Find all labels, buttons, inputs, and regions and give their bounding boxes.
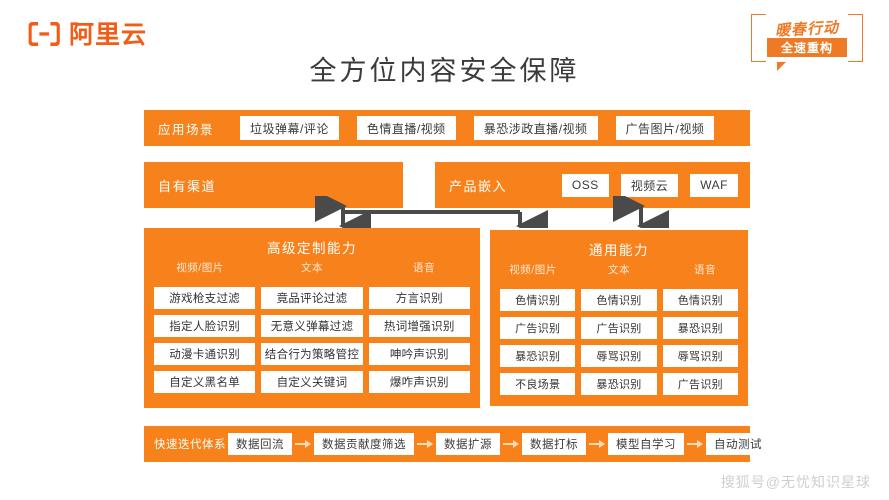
- capability-cell[interactable]: 暴恐识别: [500, 345, 576, 367]
- capability-cell[interactable]: 色情识别: [500, 289, 576, 311]
- connector-arrows: [315, 196, 669, 240]
- capability-cell[interactable]: 无意义弹幕过滤: [261, 315, 363, 337]
- own-channel-label: 自有渠道: [158, 178, 217, 194]
- watermark: 搜狐号@无忧知识星球: [720, 474, 871, 490]
- column-header: 视频/图片: [509, 264, 557, 276]
- capability-panel-advanced: 高级定制能力 视频/图片 文本 语音 游戏枪支过滤 指定人脸识别 动漫卡通识别 …: [144, 228, 480, 408]
- capability-cell[interactable]: 广告识别: [581, 317, 657, 339]
- capability-cell[interactable]: 游戏枪支过滤: [154, 287, 256, 309]
- capability-cell[interactable]: 辱骂识别: [662, 345, 738, 367]
- campaign-badge-tail-icon: [777, 62, 786, 71]
- capability-cell[interactable]: 自定义关键词: [261, 371, 363, 393]
- pipeline-step[interactable]: 数据扩源: [436, 433, 500, 455]
- capability-title: 高级定制能力: [267, 241, 357, 256]
- product-chip-list: OSS 视频云 WAF: [561, 173, 738, 197]
- capability-cell[interactable]: 广告识别: [500, 317, 576, 339]
- campaign-badge: 暖春行动 全速重构: [751, 12, 863, 71]
- pipeline-step[interactable]: 数据贡献度筛选: [314, 433, 414, 455]
- capability-column: 色情识别 暴恐识别 辱骂识别 广告识别: [662, 289, 738, 395]
- scenarios-row: 应用场景 垃圾弹幕/评论 色情直播/视频 暴恐涉政直播/视频 广告图片/视频: [144, 110, 750, 146]
- scenario-chip[interactable]: 暴恐涉政直播/视频: [473, 116, 598, 140]
- capability-column: 色情识别 广告识别 暴恐识别 不良场景: [500, 289, 576, 395]
- capability-cell[interactable]: 自定义黑名单: [154, 371, 256, 393]
- column-header: 文本: [608, 264, 630, 276]
- product-chip-waf[interactable]: WAF: [690, 173, 738, 197]
- capability-cell[interactable]: 呻吟声识别: [368, 343, 470, 365]
- capability-grid: 色情识别 广告识别 暴恐识别 不良场景 色情识别 广告识别 辱骂识别 暴恐识别 …: [490, 289, 748, 395]
- capability-title: 通用能力: [589, 243, 649, 258]
- pipeline-row: 快速迭代体系 数据回流 数据贡献度筛选 数据扩源 数据打标 模型自学习 自动测试: [144, 426, 770, 462]
- page-title: 全方位内容安全保障: [309, 56, 580, 87]
- brand-logo: 阿里云: [28, 20, 147, 48]
- scenario-chip[interactable]: 垃圾弹幕/评论: [240, 116, 339, 140]
- pipeline-step[interactable]: 模型自学习: [608, 433, 684, 455]
- capability-column: 方言识别 热词增强识别 呻吟声识别 爆咋声识别: [368, 287, 470, 393]
- capability-cell[interactable]: 热词增强识别: [368, 315, 470, 337]
- arrow-right-icon: [687, 439, 703, 449]
- scenarios-chip-list: 垃圾弹幕/评论 色情直播/视频 暴恐涉政直播/视频 广告图片/视频: [240, 116, 715, 140]
- capability-column-headers: 视频/图片 文本 语音: [144, 263, 480, 285]
- pipeline-step[interactable]: 数据回流: [228, 433, 292, 455]
- capability-column: 竟品评论过滤 无意义弹幕过滤 结合行为策略管控 自定义关键词: [261, 287, 363, 393]
- arrow-right-icon: [589, 439, 605, 449]
- capability-cell[interactable]: 竟品评论过滤: [261, 287, 363, 309]
- pipeline-step[interactable]: 自动测试: [706, 433, 770, 455]
- capability-cell[interactable]: 动漫卡通识别: [154, 343, 256, 365]
- column-header: 语音: [694, 264, 716, 276]
- capability-column: 游戏枪支过滤 指定人脸识别 动漫卡通识别 自定义黑名单: [154, 287, 256, 393]
- product-chip-video-cloud[interactable]: 视频云: [620, 173, 679, 197]
- capability-column: 色情识别 广告识别 辱骂识别 暴恐识别: [581, 289, 657, 395]
- pipeline-step[interactable]: 数据打标: [522, 433, 586, 455]
- scenarios-label: 应用场景: [158, 122, 215, 137]
- capability-cell[interactable]: 暴恐识别: [581, 373, 657, 395]
- product-chip-oss[interactable]: OSS: [561, 173, 609, 197]
- pipeline-steps: 数据回流 数据贡献度筛选 数据扩源 数据打标 模型自学习 自动测试: [228, 433, 770, 455]
- campaign-badge-line2: 全速重构: [767, 38, 847, 57]
- column-header: 视频/图片: [176, 262, 224, 274]
- capability-cell[interactable]: 暴恐识别: [662, 317, 738, 339]
- arrow-right-icon: [417, 439, 433, 449]
- pipeline-label: 快速迭代体系: [154, 439, 226, 451]
- scenario-chip[interactable]: 色情直播/视频: [356, 116, 456, 140]
- column-header: 语音: [413, 262, 435, 274]
- product-embed-label: 产品嵌入: [449, 178, 508, 194]
- capability-cell[interactable]: 辱骂识别: [581, 345, 657, 367]
- alibaba-cloud-logo-icon: [28, 20, 62, 48]
- capability-cell[interactable]: 广告识别: [662, 373, 738, 395]
- capability-cell[interactable]: 不良场景: [500, 373, 576, 395]
- capability-cell[interactable]: 方言识别: [368, 287, 470, 309]
- capability-cell[interactable]: 爆咋声识别: [368, 371, 470, 393]
- arrow-right-icon: [503, 439, 519, 449]
- scenario-chip[interactable]: 广告图片/视频: [615, 116, 715, 140]
- campaign-badge-frame: [751, 12, 863, 64]
- capability-cell[interactable]: 色情识别: [662, 289, 738, 311]
- product-embed-panel: 产品嵌入 OSS 视频云 WAF: [435, 162, 750, 208]
- capability-cell[interactable]: 结合行为策略管控: [261, 343, 363, 365]
- capability-cell[interactable]: 色情识别: [581, 289, 657, 311]
- column-header: 文本: [301, 262, 323, 274]
- arrow-right-icon: [295, 439, 311, 449]
- capability-cell[interactable]: 指定人脸识别: [154, 315, 256, 337]
- capability-panel-general: 通用能力 视频/图片 文本 语音 色情识别 广告识别 暴恐识别 不良场景 色情识…: [488, 228, 750, 408]
- capability-column-headers: 视频/图片 文本 语音: [490, 265, 748, 287]
- capability-grid: 游戏枪支过滤 指定人脸识别 动漫卡通识别 自定义黑名单 竟品评论过滤 无意义弹幕…: [144, 287, 480, 393]
- brand-name: 阿里云: [69, 19, 148, 49]
